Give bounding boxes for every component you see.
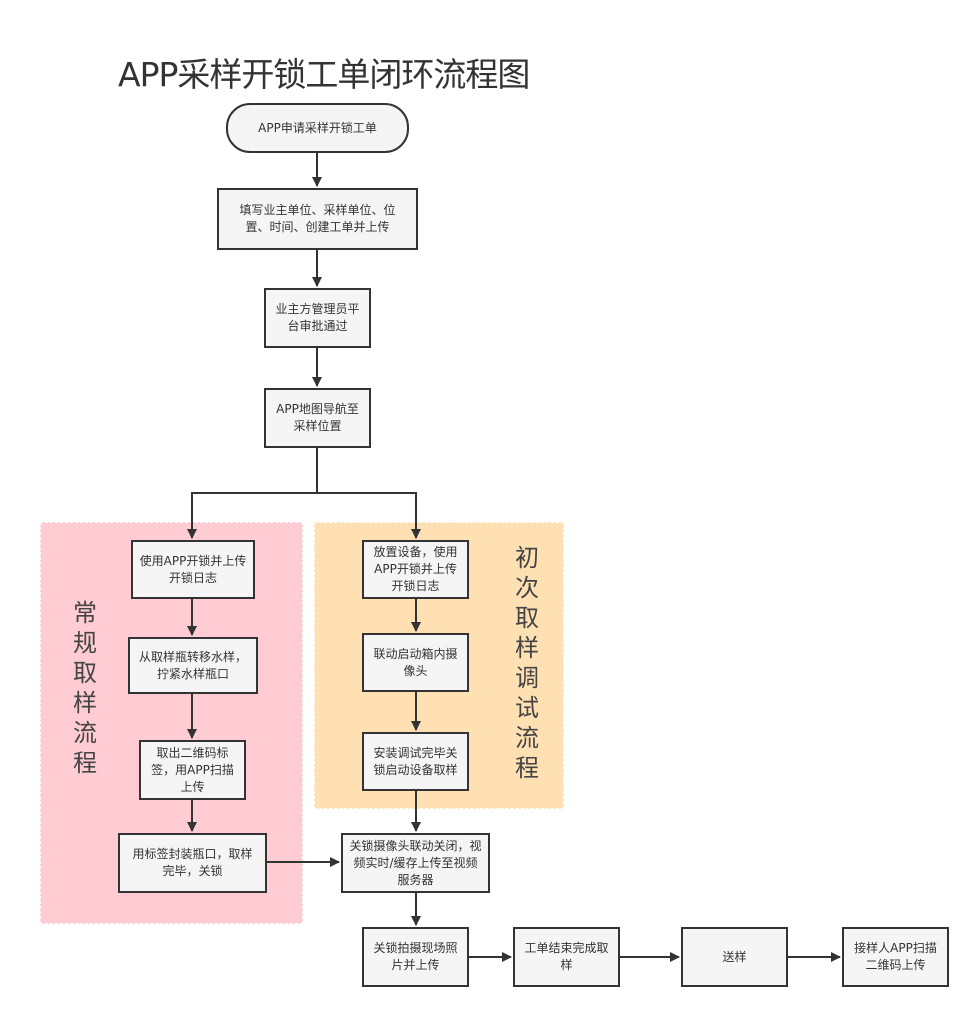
fill-form-node: 填写业主单位、采样单位、位置、时间、创建工单并上传: [217, 188, 418, 250]
approve-node: 业主方管理员平台审批通过: [264, 288, 371, 348]
regular-step-1: 使用APP开锁并上传开锁日志: [131, 540, 255, 599]
regular-lane-label: 常规取样流程: [73, 599, 97, 777]
page-title: APP采样开锁工单闭环流程图: [118, 55, 530, 94]
receive-scan-node: 接样人APP扫描二维码上传: [842, 927, 949, 987]
initial-step-2: 联动启动箱内摄像头: [362, 633, 469, 692]
start-node: APP申请采样开锁工单: [226, 103, 409, 153]
close-camera-node: 关锁摄像头联动关闭，视频实时/缓存上传至视频服务器: [341, 833, 490, 893]
initial-lane-label: 初次取样调试流程: [515, 544, 539, 782]
navigate-node: APP地图导航至采样位置: [264, 388, 371, 448]
initial-step-1: 放置设备，使用APP开锁并上传开锁日志: [362, 540, 469, 599]
regular-step-4: 用标签封装瓶口，取样完毕，关锁: [118, 833, 267, 893]
initial-step-3: 安装调试完毕关锁启动设备取样: [362, 732, 469, 791]
regular-step-2: 从取样瓶转移水样，拧紧水样瓶口: [128, 637, 258, 694]
order-complete-node: 工单结束完成取样: [513, 927, 620, 987]
send-sample-node: 送样: [681, 927, 788, 987]
photo-upload-node: 关锁拍摄现场照片并上传: [362, 927, 469, 987]
regular-step-3: 取出二维码标签，用APP扫描上传: [139, 740, 246, 800]
